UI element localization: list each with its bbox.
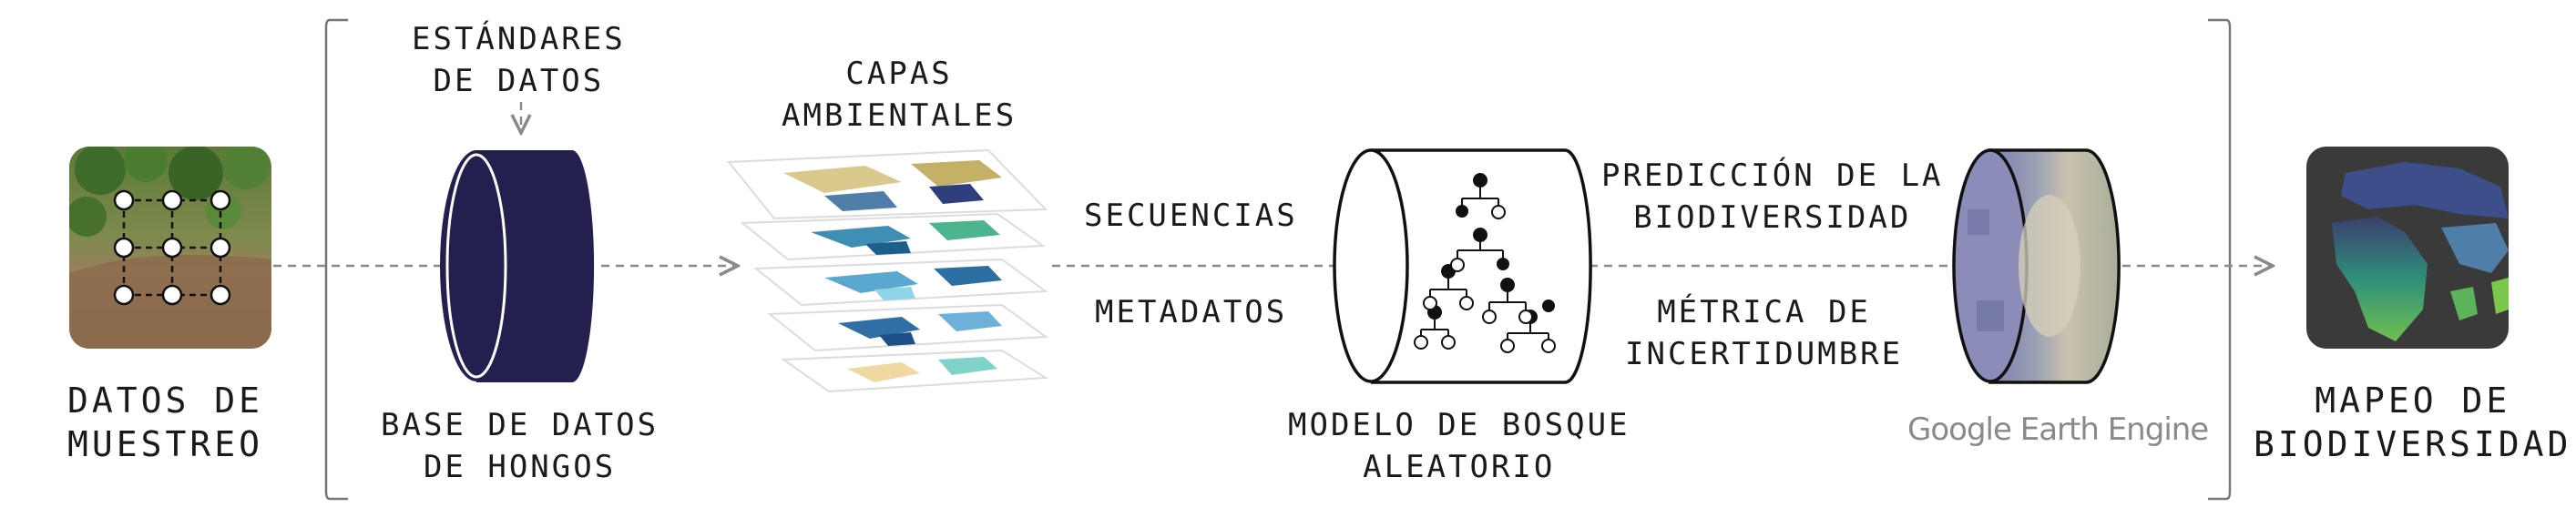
biodiversity-map-icon xyxy=(2306,147,2509,349)
left-bracket xyxy=(324,18,348,501)
sampling-data-label: DATOS DE MUESTREO xyxy=(67,381,264,464)
decision-tree-icon xyxy=(1420,182,1549,342)
satellite-cylinder-icon xyxy=(1952,148,2121,384)
uncertainty-metric-label: MÉTRICA DE INCERTIDUMBRE xyxy=(1625,294,1904,372)
sequences-label: SECUENCIAS xyxy=(1084,198,1298,234)
environmental-layers-icon xyxy=(726,148,1049,393)
map-layer xyxy=(767,303,1048,352)
map-layer xyxy=(740,212,1046,261)
map-layer xyxy=(781,349,1049,393)
biodiversity-mapping-label: MAPEO DE BIODIVERSIDAD xyxy=(2254,381,2572,464)
right-bracket xyxy=(2208,18,2232,501)
random-forest-model-label: MODELO DE BOSQUE ALEATORIO xyxy=(1288,407,1630,485)
database-cylinder-icon xyxy=(440,150,595,382)
google-earth-engine-logo: Google Earth Engine xyxy=(1907,411,2210,448)
random-forest-cylinder-icon xyxy=(1333,148,1592,384)
sampling-photo-icon xyxy=(69,147,271,349)
google-wordmark: Google xyxy=(1907,411,2012,448)
metadata-label: METADATOS xyxy=(1095,294,1288,330)
data-standards-label: ESTÁNDARES DE DATOS xyxy=(412,21,626,99)
biodiversity-prediction-label: PREDICCIÓN DE LA BIODIVERSIDAD xyxy=(1601,157,1944,236)
fungi-database-label: BASE DE DATOS DE HONGOS xyxy=(381,407,659,485)
map-layer xyxy=(753,258,1048,307)
map-layer xyxy=(726,148,1048,220)
earth-engine-wordmark: Earth Engine xyxy=(2019,411,2210,448)
connectors xyxy=(273,102,2273,266)
environmental-layers-label: CAPAS AMBIENTALES xyxy=(782,56,1017,134)
